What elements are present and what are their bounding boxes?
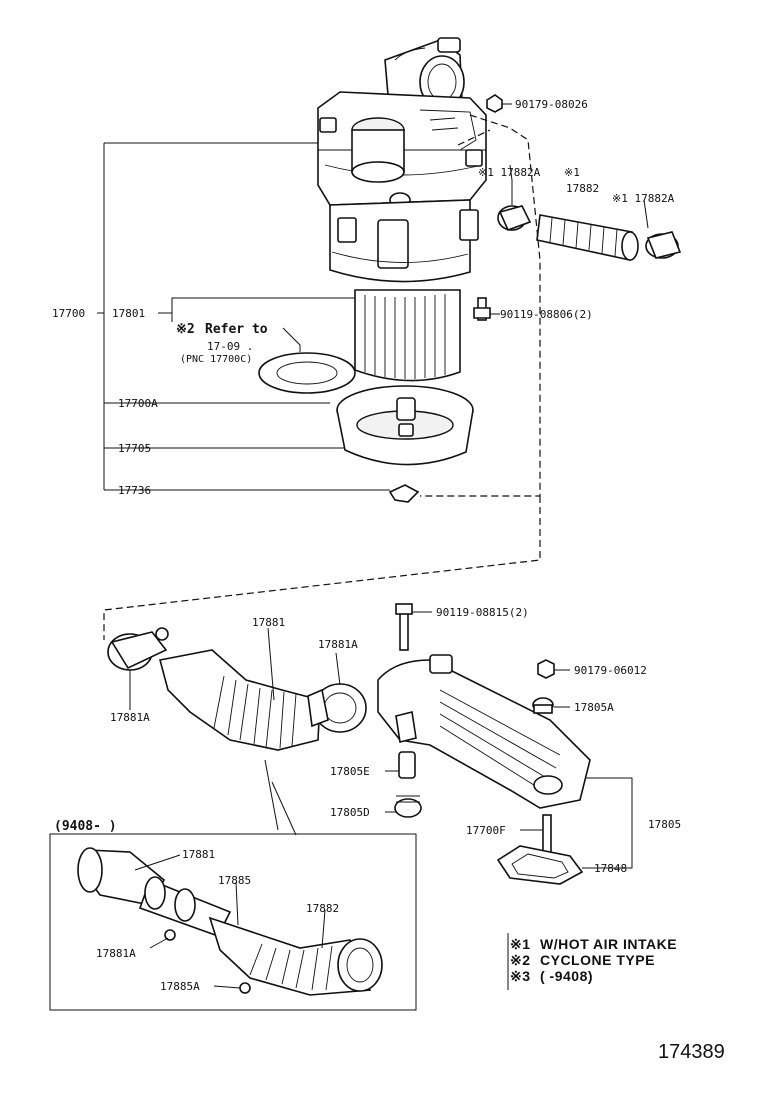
label-17881a-right: 17881A xyxy=(318,638,358,651)
cushion-17805D xyxy=(394,795,422,818)
refer-note-symbol: ※2 xyxy=(176,322,195,337)
air-cleaner-assembly xyxy=(258,37,487,503)
label-17705: 17705 xyxy=(118,442,151,455)
legend-symbol-1: ※1 xyxy=(510,936,531,952)
collar-17805E xyxy=(398,751,416,779)
label-17848: 17848 xyxy=(594,862,627,875)
inset-label-17885a: 17885A xyxy=(160,980,200,993)
label-90119-08815: 90119-08815(2) xyxy=(436,606,529,619)
label-17805a: 17805A xyxy=(574,701,614,714)
callout-labels: 90179-08026 ※1 17882A ※1 17882 ※1 17882A… xyxy=(52,98,681,993)
inset-label-17881a: 17881A xyxy=(96,947,136,960)
refer-note: ※2 Refer to 17-09 . (PNC 17700C) xyxy=(176,322,268,365)
grommet-17805A xyxy=(532,697,554,714)
plate-17848 xyxy=(496,845,584,885)
upper-housing xyxy=(317,91,487,208)
label-90179-08026: 90179-08026 xyxy=(515,98,588,111)
refer-note-line1: Refer to xyxy=(205,322,268,337)
filter-element xyxy=(354,289,461,382)
legend-symbol-2: ※2 xyxy=(510,952,531,968)
inset-label-17881: 17881 xyxy=(182,848,215,861)
cleaner-body xyxy=(329,199,479,283)
refer-note-line2: 17-09 . xyxy=(207,340,253,353)
inset-frame xyxy=(49,833,417,1011)
inlet-elbow xyxy=(384,37,465,113)
label-90119-08806: 90119-08806(2) xyxy=(500,308,593,321)
intake-hose-17881 xyxy=(107,627,367,751)
legend: ※1 W/HOT AIR INTAKE ※2 CYCLONE TYPE ※3 (… xyxy=(507,933,677,990)
label-17882a-top: ※1 17882A xyxy=(478,166,541,179)
gasket-ring xyxy=(258,352,356,394)
inset-hose-assembly xyxy=(77,847,383,996)
nut-90179-06012 xyxy=(537,659,555,679)
label-17881a-left: 17881A xyxy=(110,711,150,724)
label-17881: 17881 xyxy=(252,616,285,629)
inset-title: (9408- ) xyxy=(54,819,117,834)
label-17700a: 17700A xyxy=(118,397,158,410)
inset-label-17885: 17885 xyxy=(218,874,251,887)
guide-line-upper xyxy=(420,114,541,497)
label-17882: 17882 xyxy=(566,182,599,195)
bolt-90119-08815 xyxy=(395,603,413,651)
guide-line-lower xyxy=(103,496,541,640)
label-17805: 17805 xyxy=(648,818,681,831)
label-90179-06012: 90179-06012 xyxy=(574,664,647,677)
label-17882a-right: ※1 17882A xyxy=(612,192,675,205)
legend-text-1: W/HOT AIR INTAKE xyxy=(540,936,677,952)
label-17700: 17700 xyxy=(52,307,85,320)
resonator-17805 xyxy=(377,654,591,809)
label-17805d: 17805D xyxy=(330,806,370,819)
label-17736: 17736 xyxy=(118,484,151,497)
label-17700f: 17700F xyxy=(466,824,506,837)
label-17801: 17801 xyxy=(112,307,145,320)
legend-symbol-3: ※3 xyxy=(510,968,531,984)
refer-note-line3: (PNC 17700C) xyxy=(180,354,252,365)
label-17882-symbol: ※1 xyxy=(564,166,580,179)
legend-text-2: CYCLONE TYPE xyxy=(540,952,655,968)
clip-17736 xyxy=(388,484,420,503)
legend-text-3: ( -9408) xyxy=(540,968,593,984)
hot-air-hose xyxy=(497,205,682,261)
bolt-90119-08806 xyxy=(473,297,491,321)
inset-label-17882: 17882 xyxy=(306,902,339,915)
nut-90179-08026 xyxy=(486,94,503,113)
lower-case xyxy=(336,385,474,466)
document-number: 174389 xyxy=(658,1041,725,1063)
label-17805e: 17805E xyxy=(330,765,370,778)
